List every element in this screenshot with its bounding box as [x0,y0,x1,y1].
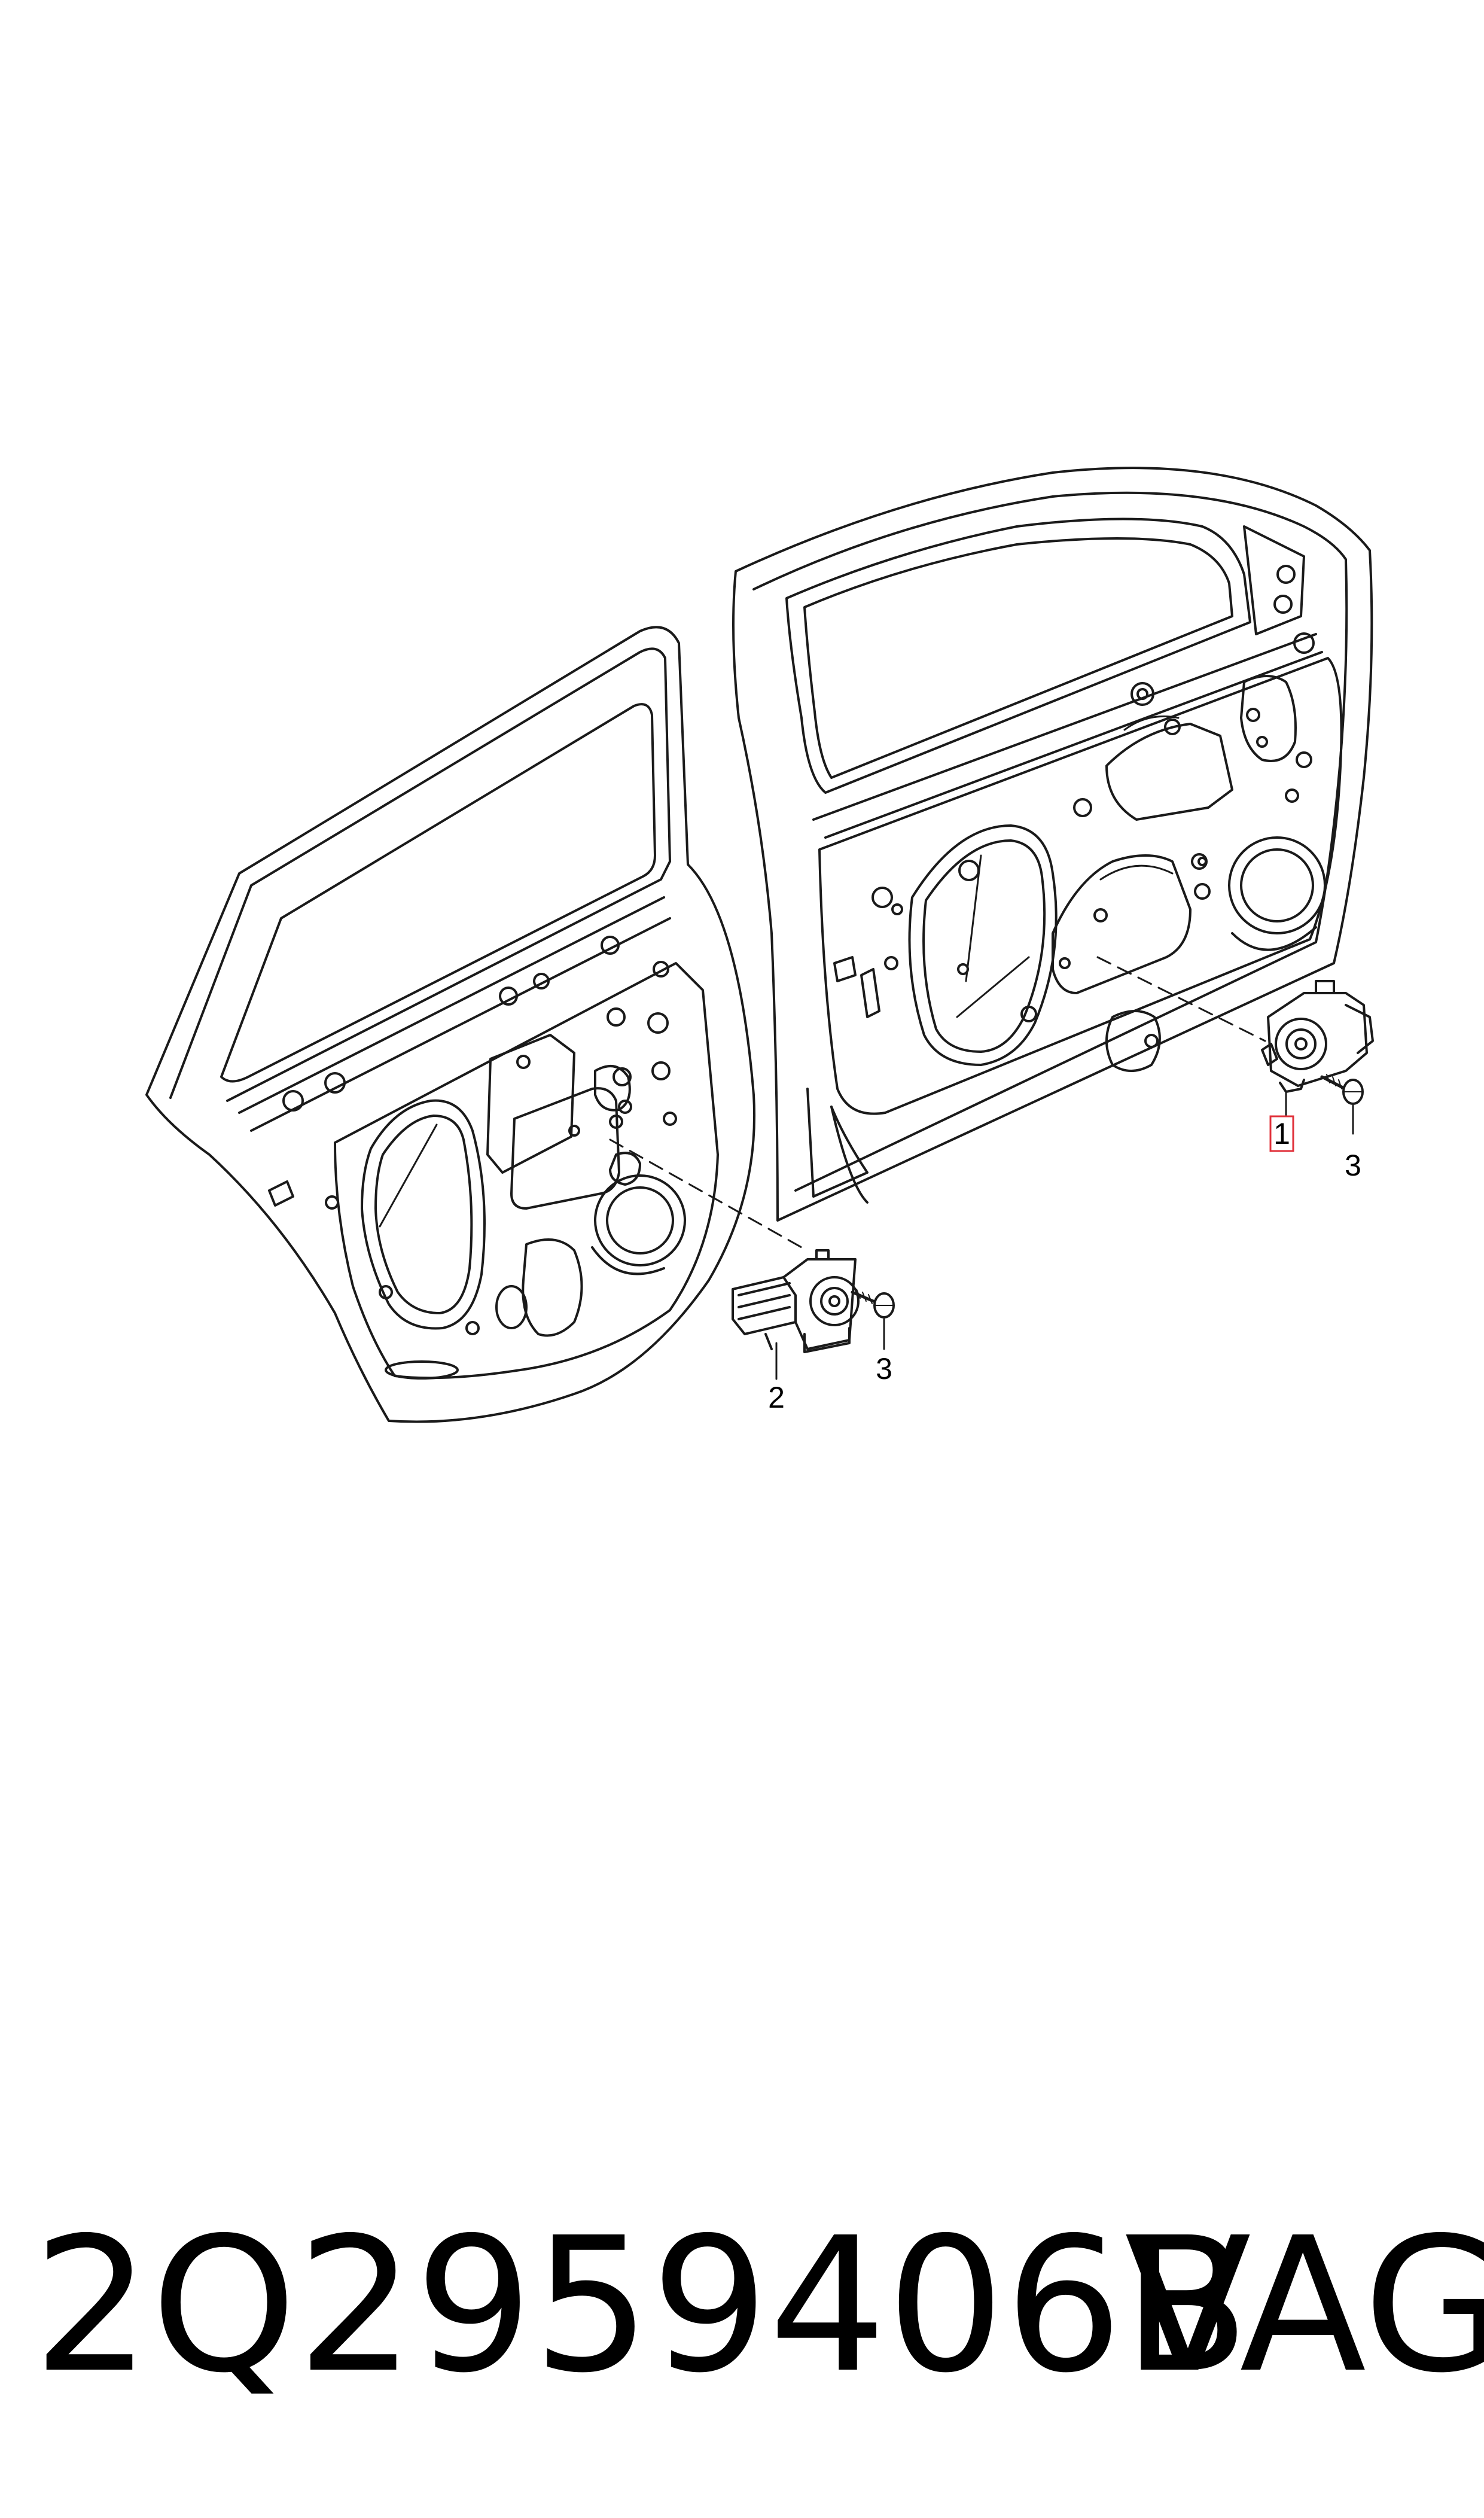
rear-door-panel [145,626,756,1423]
rear-motor-leader-line [609,1138,803,1249]
brand-label: VAG [1125,2198,1484,2414]
callout-item-3-front[interactable]: 3 [1345,1149,1361,1182]
front-bolt [1320,1074,1364,1105]
front-motor-leader-line [1096,956,1266,1042]
rear-window-motor [732,1249,860,1353]
front-window-motor [1261,980,1374,1093]
item-1-highlight-box [1269,1115,1294,1152]
rear-bolt [851,1289,895,1319]
callout-item-1[interactable]: 1 [1273,1117,1290,1150]
front-door-panel [732,467,1373,1222]
callout-item-3-rear[interactable]: 3 [876,1352,892,1386]
callout-item-2[interactable]: 2 [768,1381,785,1414]
part-number-label: 2Q2959406B [33,2198,1250,2414]
